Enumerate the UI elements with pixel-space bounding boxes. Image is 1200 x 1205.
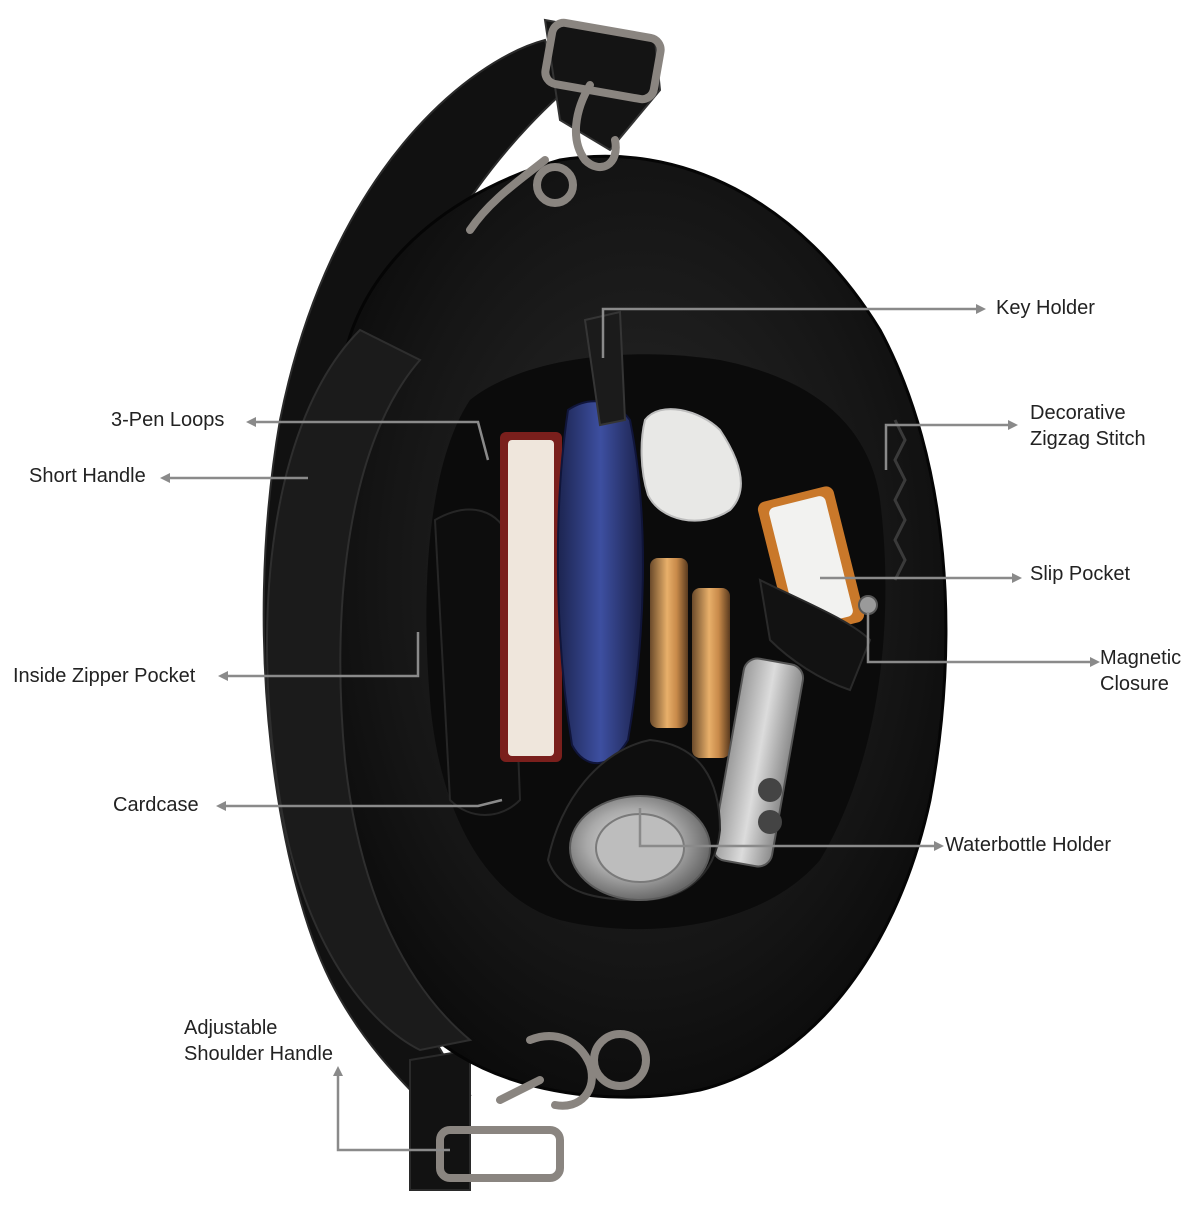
label-magnetic-closure: Magnetic Closure — [1100, 645, 1181, 697]
label-short-handle: Short Handle — [29, 463, 146, 489]
arrowhead-adjustable-shoulder — [333, 1066, 343, 1076]
leader-waterbottle-holder — [638, 808, 938, 848]
label-magnetic-line1: Magnetic — [1100, 647, 1182, 669]
top-hardware — [466, 18, 665, 234]
leader-pen-loops — [252, 420, 490, 461]
arrowhead-slip-pocket — [1012, 573, 1022, 583]
label-cardcase: Cardcase — [113, 792, 199, 818]
leader-arrowheads — [160, 304, 1100, 1076]
lipsticks — [650, 558, 730, 758]
label-slip-pocket: Slip Pocket — [1030, 561, 1130, 587]
arrowhead-magnetic-closure — [1090, 657, 1100, 667]
leader-key-holder — [601, 307, 980, 358]
magnetic-closure-snap — [858, 595, 878, 615]
arrowhead-inside-zipper-pocket — [218, 671, 228, 681]
blue-pouch — [556, 400, 644, 765]
label-decorative-line1: Decorative — [1030, 402, 1126, 424]
arrowhead-cardcase — [216, 801, 226, 811]
label-decorative-zigzag-stitch: Decorative Zigzag Stitch — [1030, 400, 1146, 452]
label-3-pen-loops: 3-Pen Loops — [111, 407, 224, 433]
slip-pocket — [758, 578, 872, 692]
label-waterbottle-holder-text: Waterbottle Holder — [945, 834, 1111, 856]
short-handle — [266, 328, 473, 1052]
strap-lower — [409, 1048, 471, 1191]
label-inside-zipper-pocket: Inside Zipper Pocket — [13, 663, 195, 689]
bottom-hardware — [436, 1030, 650, 1182]
leader-inside-zipper-pocket — [224, 632, 420, 678]
white-case — [640, 408, 742, 522]
notebook — [500, 432, 562, 762]
label-3-pen-loops-text: 3-Pen Loops — [111, 409, 225, 431]
key-holder-tab — [583, 310, 627, 427]
leader-cardcase — [222, 798, 503, 808]
label-magnetic-line2: Closure — [1100, 673, 1169, 695]
label-slip-pocket-text: Slip Pocket — [1030, 563, 1131, 585]
label-adjustable-shoulder-handle: Adjustable Shoulder Handle — [184, 1015, 333, 1067]
arrowhead-waterbottle-holder — [934, 841, 944, 851]
label-key-holder-text: Key Holder — [996, 297, 1095, 319]
leader-lines — [166, 307, 1094, 1152]
label-waterbottle-holder: Waterbottle Holder — [945, 832, 1111, 858]
leader-adjustable-shoulder — [336, 1072, 450, 1152]
label-decorative-line2: Zigzag Stitch — [1030, 428, 1146, 450]
label-key-holder: Key Holder — [996, 295, 1095, 321]
phone — [711, 657, 805, 868]
zigzag-stitch — [893, 419, 907, 581]
arrowhead-short-handle — [160, 473, 170, 483]
label-cardcase-text: Cardcase — [113, 794, 199, 816]
label-adjustable-line1: Adjustable — [184, 1017, 278, 1039]
arrowhead-pen-loops — [246, 417, 256, 427]
label-adjustable-line2: Shoulder Handle — [184, 1043, 333, 1065]
arrowhead-key-holder — [976, 304, 986, 314]
arrowhead-decorative-zigzag — [1008, 420, 1018, 430]
label-inside-zipper-pocket-text: Inside Zipper Pocket — [13, 665, 196, 687]
leader-magnetic-closure — [866, 612, 1094, 664]
leader-decorative-zigzag — [884, 423, 1012, 470]
label-short-handle-text: Short Handle — [29, 465, 146, 487]
